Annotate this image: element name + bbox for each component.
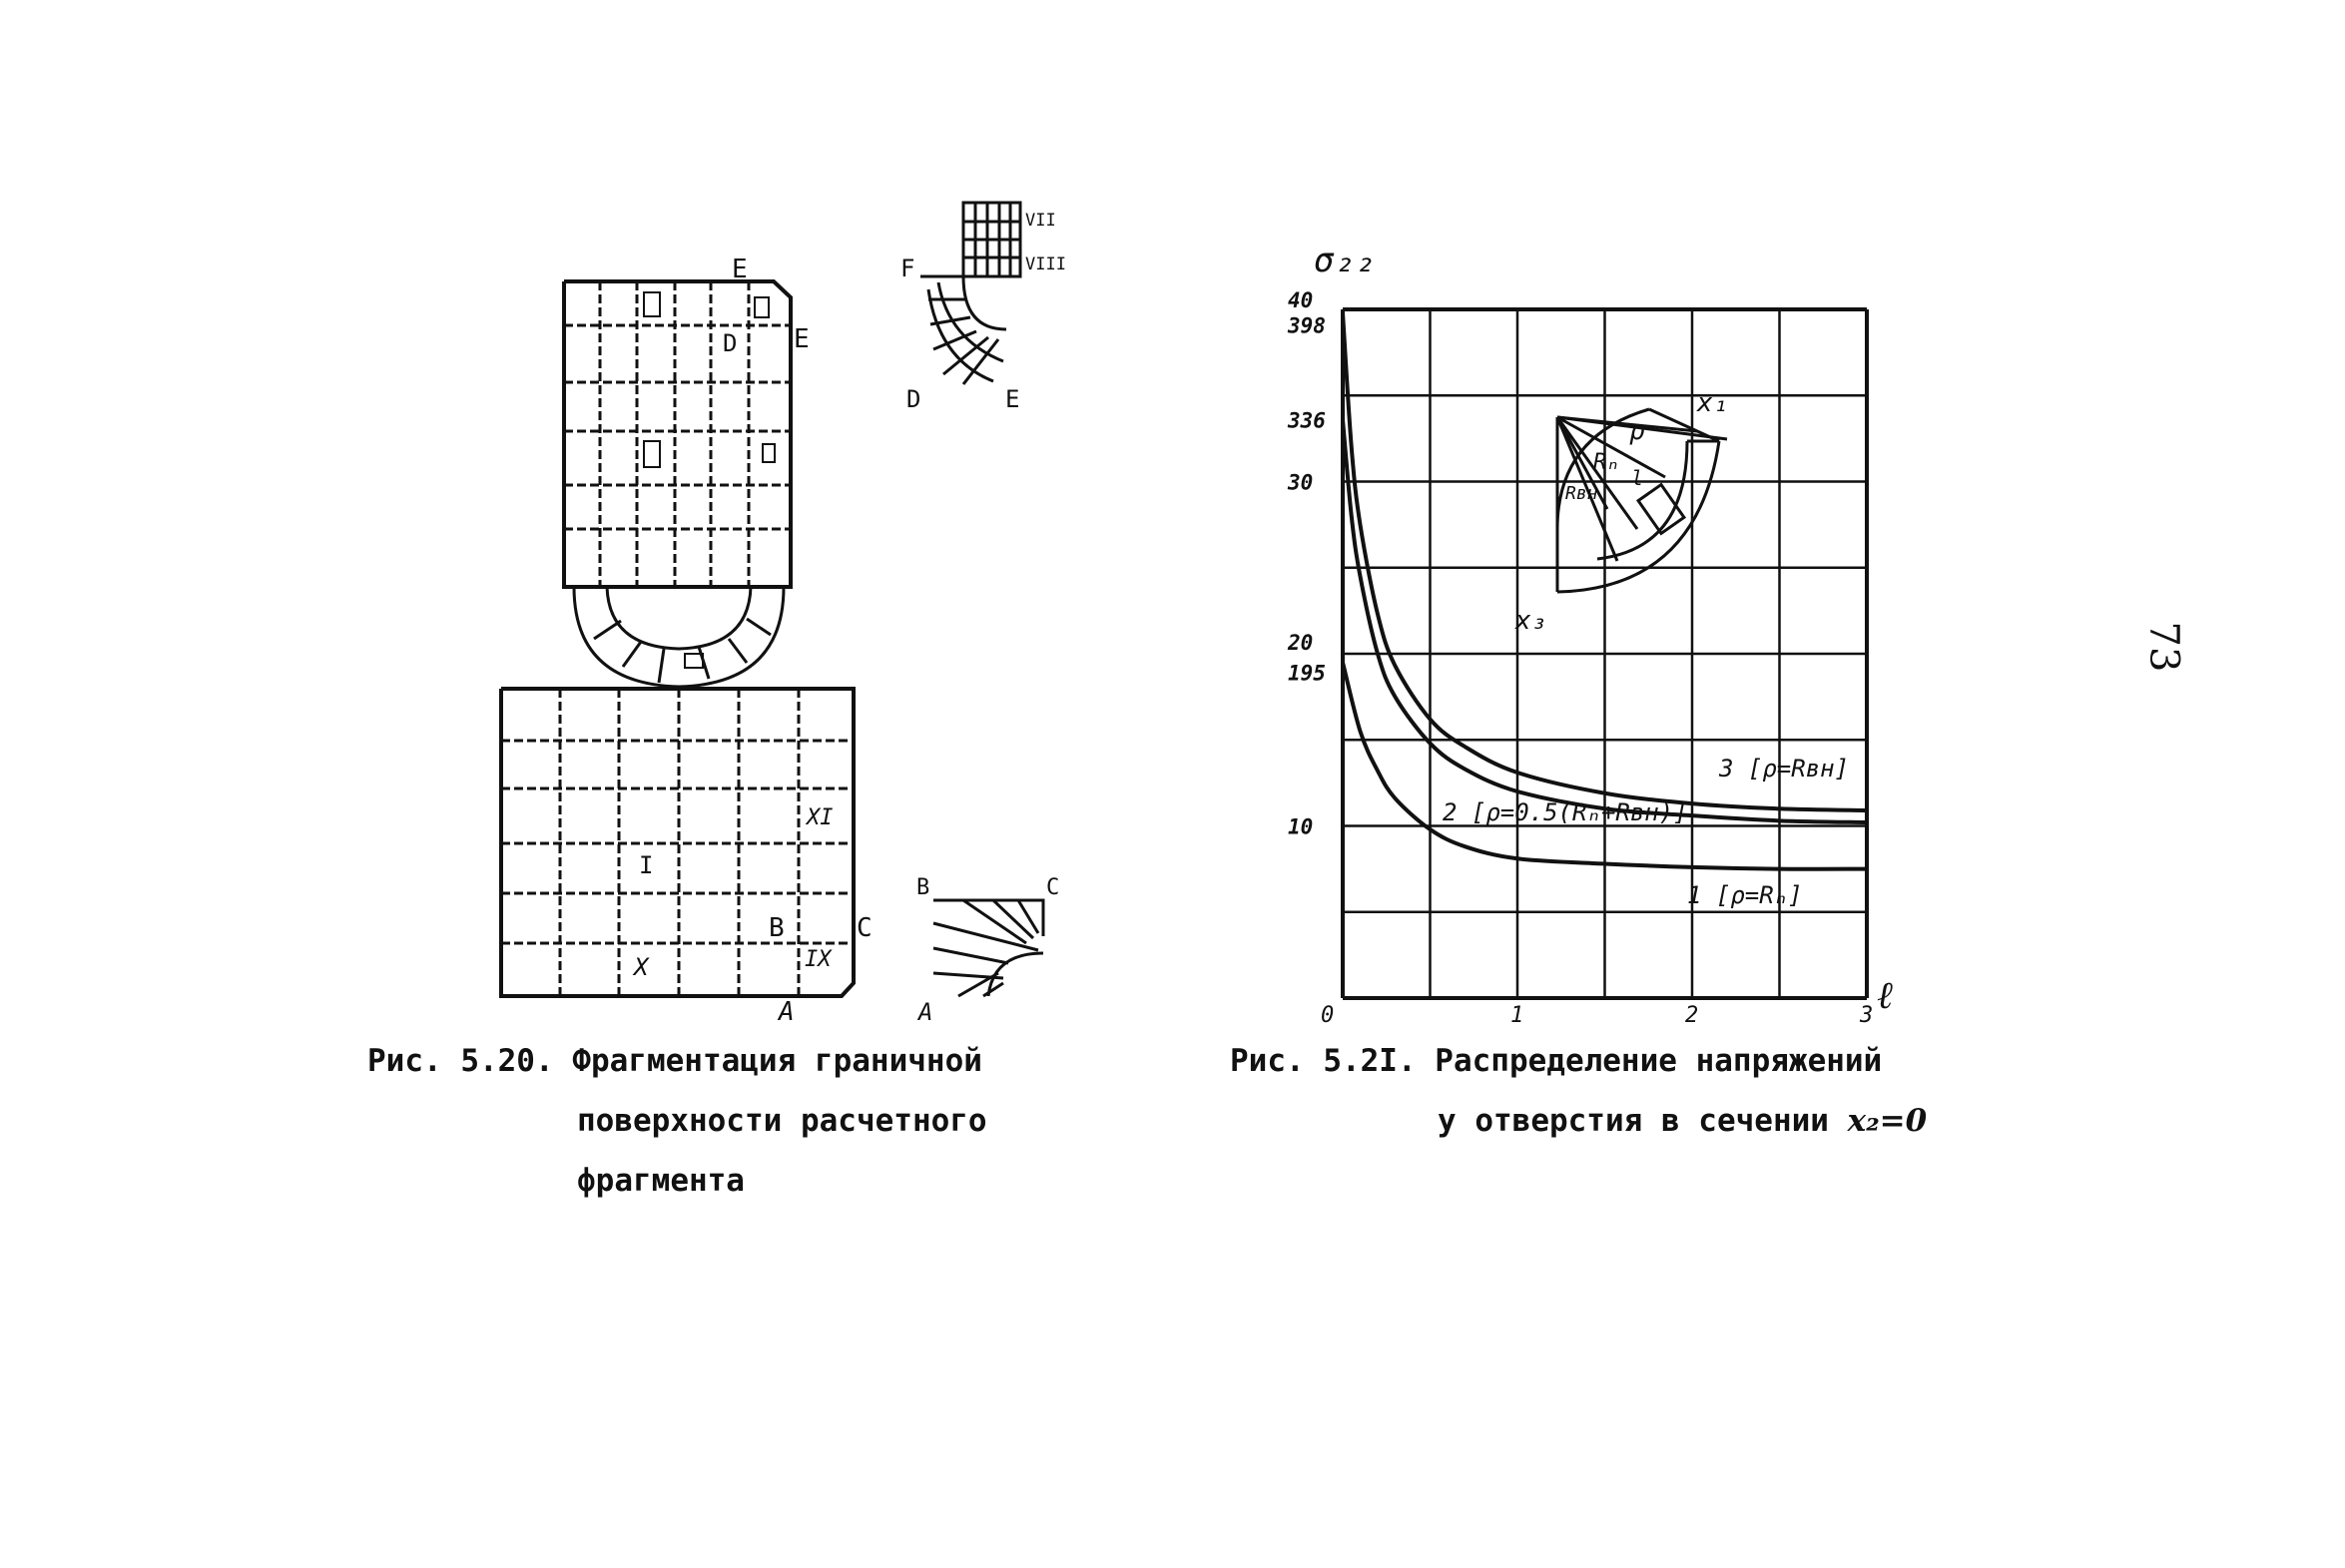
- inset-Rvn: Rвн: [1565, 483, 1598, 504]
- inset-bottom-label-C: C: [1046, 875, 1059, 900]
- caption-5-21-var: x₂=0: [1847, 1103, 1928, 1139]
- chart-axes: σ₂₂ ℓ 0: [1314, 241, 1893, 1028]
- inset-top-diagram: [920, 201, 1022, 385]
- caption-5-21-line2-wrap: у отверстия в сечении x₂=0: [1438, 1103, 1927, 1139]
- y-axis-label: σ₂₂: [1314, 241, 1375, 280]
- series-label-1: 1 [ρ=Rₙ]: [1687, 881, 1803, 909]
- y-tick-label: 30: [1287, 471, 1313, 495]
- y-tick-label: 398: [1287, 313, 1326, 337]
- caption-5-20-line1: Рис. 5.20. Фрагментация граничной: [367, 1043, 982, 1079]
- inset-rho: ρ: [1629, 416, 1645, 446]
- arch-mesh-block: [572, 586, 786, 689]
- label-E-right: E: [794, 324, 810, 354]
- figure-5-20-mesh: E E D B C A XI I X IX F: [499, 201, 1066, 1027]
- series-label-2: 2 [ρ=0.5(Rₙ+Rвн)]: [1443, 798, 1688, 826]
- inset-top-label-E: E: [1005, 385, 1019, 413]
- lower-mesh-block: [499, 687, 856, 998]
- y-tick-label: 195: [1288, 662, 1326, 686]
- series-line-2: [1341, 419, 1868, 825]
- region-markers: [643, 291, 776, 669]
- inset-top-label-D: D: [906, 385, 920, 413]
- x-tick-label: 1: [1510, 1003, 1523, 1028]
- y-tick-label: 20: [1287, 631, 1313, 655]
- y-tick-label: 336: [1287, 408, 1326, 432]
- label-roman-XI: XI: [805, 805, 834, 830]
- label-D: D: [723, 329, 737, 357]
- inset-bottom-label-A: A: [916, 998, 932, 1026]
- y-tick-label: 40: [1288, 288, 1313, 312]
- upper-mesh-grid: [564, 281, 791, 587]
- inset-bottom-diagram: [932, 898, 1045, 998]
- y-tick-label: 10: [1288, 815, 1313, 839]
- chart-series: [1341, 312, 1868, 871]
- label-roman-I: I: [639, 851, 653, 879]
- inset-Rn: Rₙ: [1593, 450, 1620, 475]
- caption-5-21-line1: Рис. 5.2I. Распределение напряжений: [1230, 1043, 1883, 1079]
- lower-mesh-grid: [501, 689, 854, 996]
- inset-top-label-F: F: [900, 255, 914, 282]
- inset-l: l: [1631, 466, 1643, 490]
- label-roman-X: X: [632, 953, 650, 981]
- chart-grid: [1341, 307, 1869, 1000]
- chart-inset-ring: [1555, 407, 1728, 594]
- inset-x3: x₃: [1514, 606, 1546, 636]
- inset-bottom-label-B: B: [916, 875, 929, 900]
- series-label-3: 3 [ρ=Rвн]: [1718, 755, 1849, 783]
- caption-5-21-line2: у отверстия в сечении: [1438, 1103, 1829, 1139]
- x-tick-label: 3: [1859, 1003, 1873, 1028]
- upper-mesh-block: [562, 279, 793, 589]
- caption-5-20-line2: поверхности расчетного: [577, 1103, 987, 1139]
- label-B: B: [769, 913, 785, 943]
- label-E-top: E: [732, 255, 748, 284]
- x-tick-label: 2: [1685, 1003, 1698, 1028]
- inset-top-label-VIII: VIII: [1025, 255, 1066, 274]
- chart-series-labels: 1 [ρ=Rₙ] 2 [ρ=0.5(Rₙ+Rвн)] 3 [ρ=Rвн]: [1443, 755, 1849, 909]
- caption-5-20-line3: фрагмента: [577, 1163, 745, 1199]
- x-axis-label: ℓ: [1877, 973, 1893, 1017]
- label-A: A: [777, 997, 795, 1027]
- series-line-3: [1341, 312, 1868, 812]
- series-line-1: [1341, 662, 1868, 871]
- inset-top-label-VII: VII: [1025, 211, 1056, 231]
- origin-label: 0: [1321, 1003, 1334, 1028]
- label-C: C: [857, 913, 873, 943]
- inset-x1: x₁: [1696, 388, 1728, 418]
- label-roman-IX: IX: [805, 947, 833, 972]
- page-number: 73: [2140, 621, 2187, 673]
